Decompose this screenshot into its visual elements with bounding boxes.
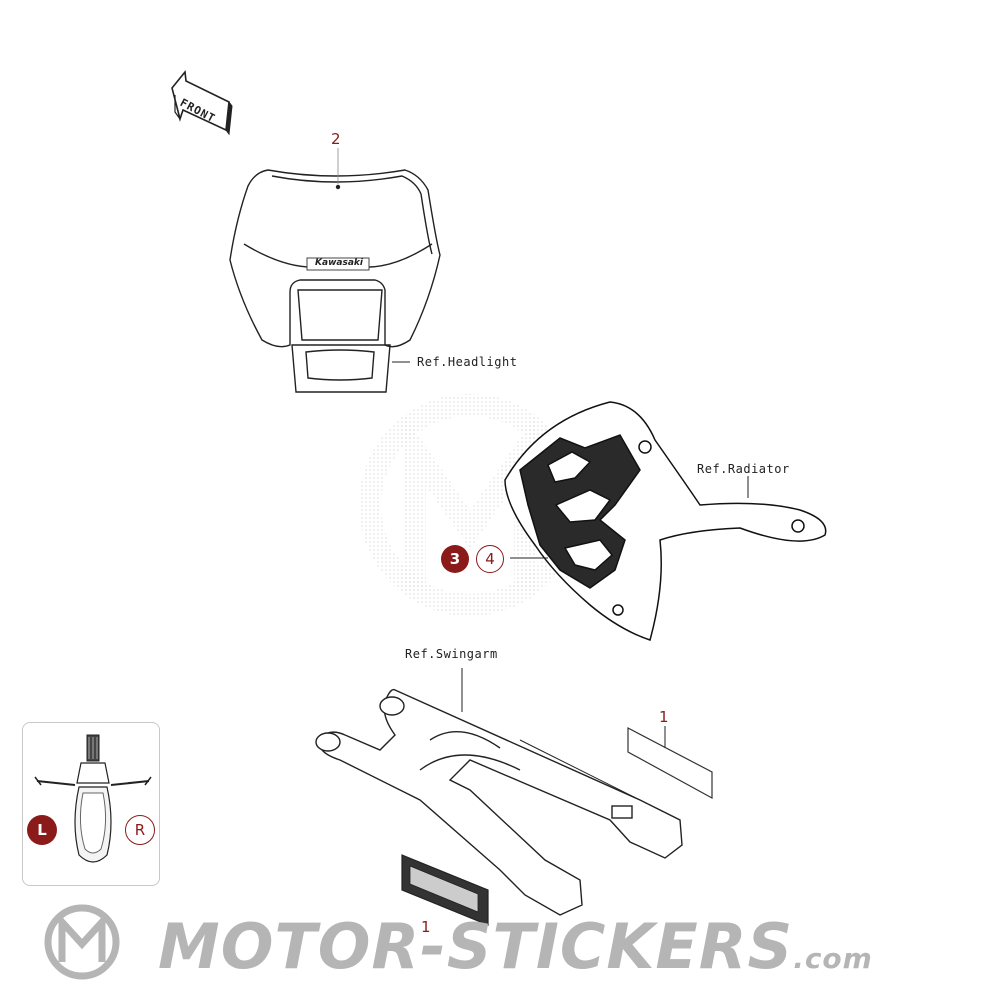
ref-headlight-label: Ref.Headlight xyxy=(417,355,518,369)
watermark-domain-text: .com xyxy=(793,942,873,975)
front-arrow-icon xyxy=(171,70,233,136)
part-number-1-bottom: 1 xyxy=(421,918,431,936)
side-reference-inset: L R xyxy=(22,722,160,886)
callout-4: 4 xyxy=(476,545,504,573)
swingarm-decal-bottom xyxy=(401,854,489,926)
radiator-shroud xyxy=(504,401,827,641)
headlight-cover xyxy=(229,148,441,393)
watermark-brand: MOTOR-STICKERS.com xyxy=(158,910,873,983)
callout-3: 3 xyxy=(441,545,469,573)
watermark-brand-text: MOTOR-STICKERS xyxy=(158,910,794,983)
watermark-logo-text: MS xyxy=(66,930,98,931)
swingarm xyxy=(315,668,683,916)
motorcycle-front-icon xyxy=(34,734,152,863)
ref-radiator-label: Ref.Radiator xyxy=(697,462,790,476)
inset-left-label: L xyxy=(27,815,57,845)
headlight-brand-text: Kawasaki xyxy=(315,258,363,268)
part-number-2: 2 xyxy=(331,130,341,148)
inset-right-label: R xyxy=(125,815,155,845)
part-number-1-right: 1 xyxy=(659,708,669,726)
swingarm-decal-right xyxy=(627,726,713,800)
ref-swingarm-label: Ref.Swingarm xyxy=(405,647,498,661)
